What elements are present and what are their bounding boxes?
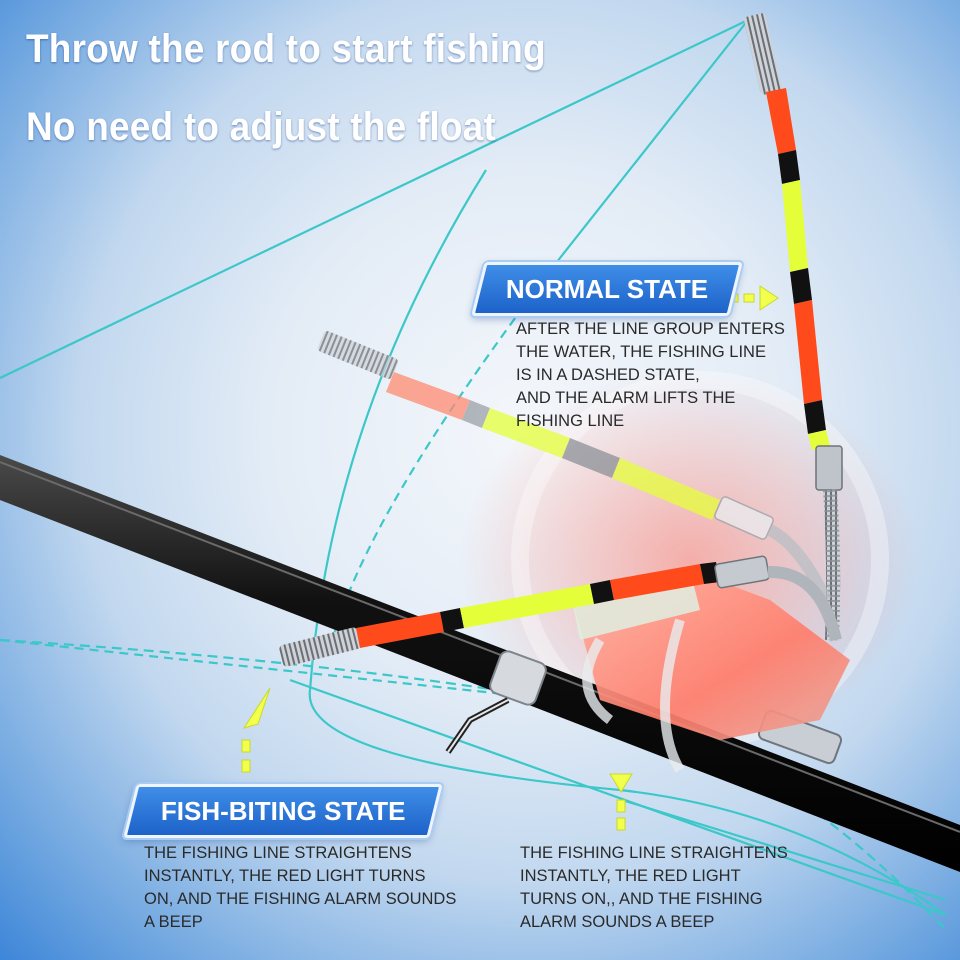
fish-biting-description-left: THE FISHING LINE STRAIGHTENS INSTANTLY, … xyxy=(144,844,457,931)
arrow-bite-down-icon xyxy=(609,773,633,831)
normal-state-label: NORMAL STATE xyxy=(505,273,709,304)
headline-no-adjust: No need to adjust the float xyxy=(26,104,496,149)
fish-biting-state-label: FISH-BITING STATE xyxy=(160,795,406,826)
headline-throw-rod: Throw the rod to start fishing xyxy=(26,26,546,71)
float-fish-biting-state xyxy=(279,555,842,667)
float-transition xyxy=(317,331,832,603)
arrow-bite-up-icon xyxy=(241,687,271,773)
fish-biting-state-badge: FISH-BITING STATE xyxy=(123,784,443,838)
rod-highlight xyxy=(0,461,960,833)
normal-state-description: AFTER THE LINE GROUP ENTERS THE WATER, T… xyxy=(516,320,785,430)
rod-clip xyxy=(445,650,843,765)
fish-biting-description-right: THE FISHING LINE STRAIGHTENS INSTANTLY, … xyxy=(520,844,788,931)
fishing-rod xyxy=(0,455,960,872)
normal-state-badge: NORMAL STATE xyxy=(471,262,743,316)
